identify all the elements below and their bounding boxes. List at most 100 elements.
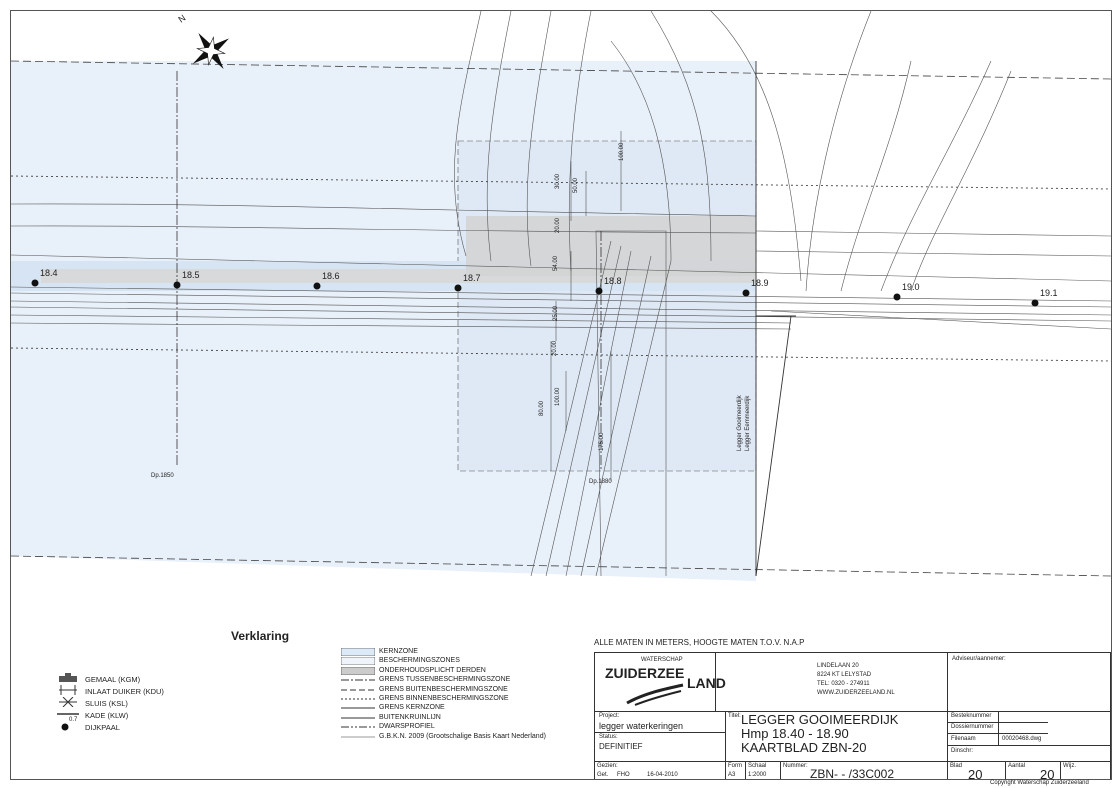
logo-text: ZUIDERZEE [605, 665, 685, 681]
aantal-label: Aantal [1008, 763, 1026, 769]
legend-swatch [341, 704, 375, 714]
legend-swatch [341, 686, 375, 696]
km-label: 19.1 [1040, 288, 1058, 298]
legend-zone-label: GRENS TUSSENBESCHERMINGSZONE [379, 676, 511, 684]
titel-label: Titel: [728, 713, 741, 719]
file-label: Filenaam [951, 736, 976, 742]
legend-swatch [341, 695, 375, 705]
dimension-label: 54.00 [553, 255, 559, 271]
km-label: 18.8 [604, 276, 622, 286]
legend-symbol-label: KADE (KLW) [85, 711, 129, 720]
legend-swatch [341, 714, 375, 724]
adviseur-box: Adviseur/aannemer: [947, 653, 1111, 712]
schaal-label: Schaal [748, 763, 767, 769]
dinschr-label: Dinschr: [951, 748, 974, 754]
wijz-label: Wijz. [1063, 763, 1076, 769]
dimension-label: 20.00 [555, 217, 561, 233]
dimension-label: 50.00 [573, 177, 579, 193]
logo-waterschap: WATERSCHAP [641, 657, 683, 663]
legend-zone-label: ONDERHOUDSPLICHT DERDEN [379, 666, 486, 674]
status-label: Status: [599, 734, 618, 740]
legend-zone-label: G.B.K.N. 2009 (Grootschalige Basis Kaart… [379, 732, 546, 740]
dimension-label: 20.00 [552, 340, 558, 356]
bestek-label: Besteknummer [951, 713, 992, 719]
dimension-label: 80.00 [539, 400, 545, 416]
dijkpaal-value: 0.7 [69, 717, 78, 723]
north-arrow-icon [192, 32, 230, 70]
file-value: 00020468.dwg [1002, 736, 1042, 742]
measure-note: ALLE MATEN IN METERS, HOOGTE MATEN T.O.V… [594, 638, 805, 647]
get-value: FHO [617, 772, 630, 778]
title-line-2: Hmp 18.40 - 18.90 [741, 726, 849, 741]
legend-swatch [341, 676, 375, 686]
legend-title: Verklaring [231, 629, 290, 643]
km-label: 18.9 [751, 278, 769, 288]
aantal-value: 20 [1040, 767, 1055, 780]
sluis-icon [57, 696, 79, 709]
kade-icon [57, 709, 79, 721]
legend-zone-label: GRENS BINNENBESCHERMINGSZONE [379, 695, 509, 702]
address-box: LINDELAAN 20 8224 KT LELYSTAD TEL: 0320 … [715, 653, 947, 712]
km-label: 18.4 [40, 268, 58, 278]
nummer-label: Nummer: [783, 763, 808, 769]
legend-zone-label: GRENS KERNZONE [379, 704, 445, 712]
dimension-label: 100.00 [555, 387, 561, 406]
schaal-value: 1:2000 [748, 772, 767, 778]
legend-symbol-label: INLAAT DUIKER (KDU) [85, 687, 164, 696]
copyright: Copyright Waterschap Zuiderzeeland [990, 780, 1089, 786]
legend-zone-label: GRENS BUITENBESCHERMINGSZONE [379, 685, 508, 693]
logo-text-land: LAND [687, 675, 726, 691]
legend-symbol-label: DIJKPAAL [85, 723, 120, 732]
compass-label: N [176, 13, 187, 25]
footer-row: Gezien: Get. FHO 16-04-2010 Form A3 Scha… [595, 761, 1111, 780]
legend-zone-label: KERNZONE [379, 648, 418, 655]
dimension-label: 25.00 [553, 305, 559, 321]
dijkpaal-marker [31, 279, 39, 287]
blad-value: 20 [968, 767, 983, 780]
legend-symbol-label: SLUIS (KSL) [85, 699, 128, 708]
logo-wave-icon [626, 683, 684, 706]
dijkpaal-marker [742, 289, 750, 297]
get-label: Get. [597, 772, 609, 778]
dijkpaal-marker [893, 293, 901, 301]
legend-swatch [341, 723, 375, 733]
titel-box: Titel: LEGGER GOOIMEERDIJK Hmp 18.40 - 1… [725, 711, 947, 761]
address-line: TEL: 0320 - 274911 [817, 681, 870, 687]
legend-zone-label: BESCHERMINGSZONES [379, 657, 460, 665]
legend-symbol-label: GEMAAL (KGM) [85, 675, 141, 684]
gezien-label: Gezien: [597, 763, 618, 769]
km-label: 18.7 [463, 273, 481, 283]
vertical-label: Legger Eemmeerdijk [745, 395, 751, 451]
title-line-3: KAARTBLAD ZBN-20 [741, 740, 867, 755]
project-label: Project: [599, 713, 620, 719]
dijkpaal-marker [595, 287, 603, 295]
title-block: WATERSCHAP ZUIDERZEE LAND LINDELAAN 20 8… [594, 652, 1111, 780]
logo-box: WATERSCHAP ZUIDERZEE LAND [595, 653, 726, 712]
dijkpaal-marker [313, 282, 321, 290]
dossier-label: Dossiernummer [951, 724, 994, 730]
dimension-label: 100.00 [619, 142, 625, 161]
title-line-1: LEGGER GOOIMEERDIJK [741, 712, 899, 727]
dijkpaal-marker [173, 281, 181, 289]
legend-zone-label: DWARSPROFIEL [379, 723, 435, 731]
adviseur-label: Adviseur/aannemer: [952, 656, 1006, 662]
blad-label: Blad [950, 763, 963, 769]
inlaat-icon [57, 685, 79, 697]
vertical-label: Legger Gooimeerdijk [737, 394, 743, 451]
project-box: Project: legger waterkeringen Status: DE… [595, 711, 726, 761]
address-line: LINDELAAN 20 [817, 663, 859, 669]
form-label: Form [728, 763, 742, 769]
dijkpaal-marker [454, 284, 462, 292]
binnenbescherming-area [457, 140, 757, 472]
km-label: 18.5 [182, 270, 200, 280]
form-value: A3 [728, 772, 736, 778]
dijkpaal-marker [1031, 299, 1039, 307]
address-line: WWW.ZUIDERZEELAND.NL [817, 690, 895, 696]
dimension-label: 30.00 [555, 173, 561, 189]
date-value: 16-04-2010 [647, 772, 678, 778]
onderhoud-block [466, 216, 756, 276]
legend-zone-label: BUITENKRUINLIJN [379, 713, 441, 721]
profile-label: Dp.1880 [589, 479, 612, 485]
